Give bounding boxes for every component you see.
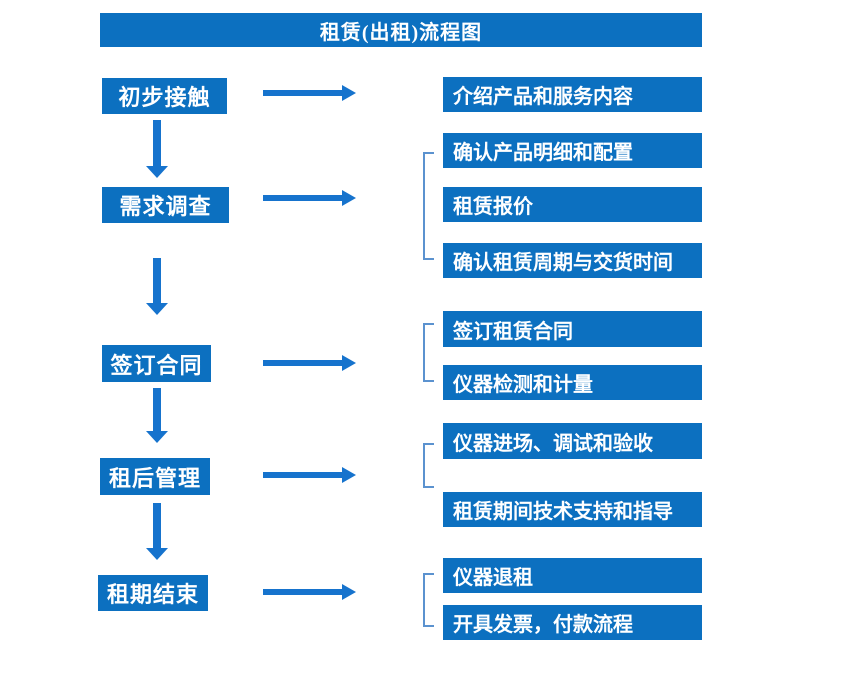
arrow-head [342,355,356,371]
stage-box-initial-contact: 初步接触 [102,78,227,114]
detail-box-rental-quote: 租赁报价 [443,187,702,222]
stage-box-post-rental-management: 租后管理 [100,458,210,495]
arrow-head [342,584,356,600]
stage-box-sign-contract: 签订合同 [102,345,211,382]
flow-arrow-right-icon [263,85,356,101]
detail-box-confirm-product-config: 确认产品明细和配置 [443,133,702,168]
arrow-head [146,303,168,315]
flow-arrow-down-icon [146,120,168,178]
stage-box-rental-end: 租期结束 [98,575,208,611]
arrow-head [342,85,356,101]
flow-arrow-right-icon [263,355,356,371]
flow-arrow-down-icon [146,388,168,443]
arrow-stem [263,589,342,595]
arrow-stem [153,258,161,303]
arrow-stem [263,90,342,96]
arrow-head [342,190,356,206]
group-bracket-sign-contract [423,323,434,382]
flow-arrow-down-icon [146,258,168,315]
detail-box-introduce-products: 介绍产品和服务内容 [443,77,702,112]
flow-arrow-down-icon [146,503,168,560]
detail-box-sign-rental-contract: 签订租赁合同 [443,311,702,347]
detail-box-invoice-payment: 开具发票，付款流程 [443,605,702,640]
flow-arrow-right-icon [263,467,356,483]
detail-box-instrument-return: 仪器退租 [443,558,702,593]
arrow-stem [153,503,161,548]
arrow-head [146,548,168,560]
detail-box-instrument-inspection: 仪器检测和计量 [443,365,702,400]
flowchart-title: 租赁(出租)流程图 [100,13,702,47]
arrow-stem [263,360,342,366]
flow-arrow-right-icon [263,190,356,206]
arrow-head [146,431,168,443]
arrow-stem [153,388,161,431]
detail-box-confirm-period-delivery: 确认租赁周期与交货时间 [443,243,702,278]
detail-box-instrument-setup-acceptance: 仪器进场、调试和验收 [443,423,702,459]
arrow-stem [153,120,161,166]
arrow-stem [263,472,342,478]
arrow-stem [263,195,342,201]
detail-box-technical-support: 租赁期间技术支持和指导 [443,492,702,527]
stage-box-demand-survey: 需求调查 [102,187,229,223]
arrow-head [146,166,168,178]
flow-arrow-right-icon [263,584,356,600]
group-bracket-post-rental [423,443,434,488]
group-bracket-rental-end [423,573,434,627]
arrow-head [342,467,356,483]
group-bracket-demand-survey [423,152,434,260]
